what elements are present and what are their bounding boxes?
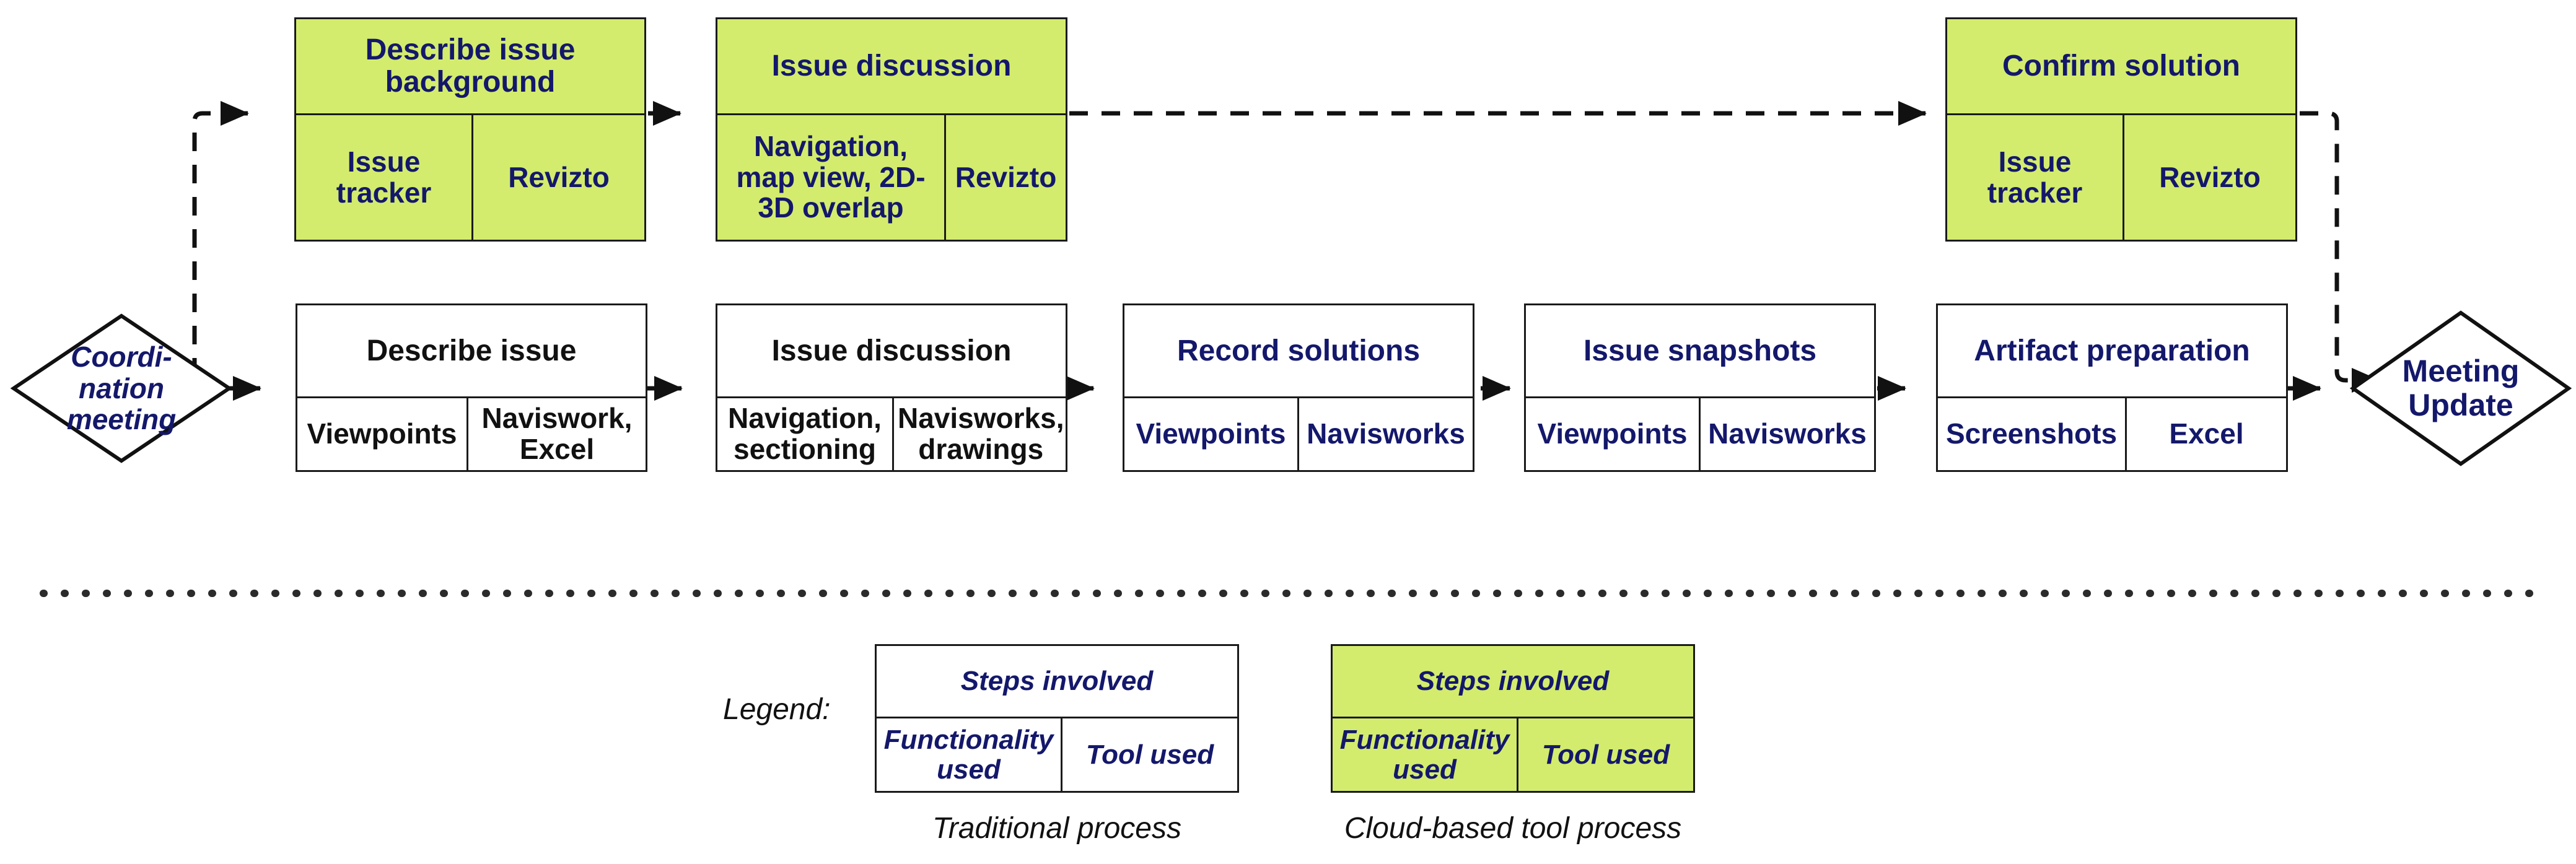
step-functionality: Issue tracker	[1987, 145, 2083, 209]
legend-cells: Functionality used Tool used	[877, 717, 1237, 791]
step-cells: Navigation, map view, 2D-3D overlap Revi…	[717, 113, 1066, 240]
legend-steps-title: Steps involved	[1416, 666, 1610, 697]
step-tool: Navisworks	[1297, 398, 1473, 470]
start-node-line3: meeting	[66, 403, 177, 436]
step-functionality: Navigation, map view, 2D-3D overlap	[736, 129, 926, 224]
traditional-step-issue-discussion[interactable]: Issue discussion Navigation, sectioning …	[716, 303, 1067, 472]
legend-cloud-box: Steps involved Functionality used Tool u…	[1331, 644, 1695, 793]
start-node-label: Coordi- nation meeting	[14, 316, 229, 461]
step-tool: Navisworks, drawings	[892, 398, 1067, 470]
end-node-line1: Meeting	[2402, 354, 2520, 388]
step-title: Describe issue background	[365, 33, 576, 98]
legend-tool: Tool used	[1061, 718, 1237, 791]
traditional-step-describe-issue[interactable]: Describe issue Viewpoints Naviswork, Exc…	[296, 303, 647, 472]
step-functionality: Issue tracker	[336, 145, 432, 209]
step-title: Record solutions	[1176, 334, 1421, 367]
legend-functionality: Functionality used	[1339, 724, 1510, 785]
step-cells: Navigation, sectioning Navisworks, drawi…	[717, 396, 1066, 470]
cloud-step-issue-discussion[interactable]: Issue discussion Navigation, map view, 2…	[716, 17, 1067, 242]
end-node-label: Meeting Update	[2353, 313, 2569, 464]
step-tool: Revizto	[471, 115, 644, 240]
step-functionality: Screenshots	[1945, 417, 2118, 450]
step-cells: Screenshots Excel	[1938, 396, 2286, 470]
step-functionality: Viewpoints	[1136, 417, 1286, 450]
legend-functionality: Functionality used	[883, 724, 1054, 785]
cloud-step-confirm-solution[interactable]: Confirm solution Issue tracker Revizto	[1945, 17, 2297, 242]
legend-label: Legend:	[723, 693, 831, 726]
step-functionality: Navigation, sectioning	[728, 402, 882, 465]
legend-tool: Tool used	[1517, 718, 1693, 791]
step-title: Artifact preparation	[1974, 334, 2250, 367]
step-title: Describe issue	[366, 334, 577, 367]
traditional-step-issue-snapshots[interactable]: Issue snapshots Viewpoints Navisworks	[1524, 303, 1876, 472]
legend-cloud-caption: Cloud-based tool process	[1344, 812, 1682, 845]
end-node-line2: Update	[2408, 388, 2513, 422]
step-cells: Viewpoints Navisworks	[1124, 396, 1473, 470]
legend-traditional-box: Steps involved Functionality used Tool u…	[875, 644, 1239, 793]
step-cells: Viewpoints Naviswork, Excel	[297, 396, 646, 470]
start-node[interactable]: Coordi- nation meeting	[14, 316, 229, 461]
step-tool: Revizto	[2123, 115, 2295, 240]
step-title: Issue discussion	[771, 50, 1012, 83]
traditional-step-record-solutions[interactable]: Record solutions Viewpoints Navisworks	[1123, 303, 1474, 472]
start-node-line1: Coordi-	[71, 341, 172, 373]
cloud-step-describe-issue-background[interactable]: Describe issue background Issue tracker …	[294, 17, 646, 242]
traditional-step-artifact-preparation[interactable]: Artifact preparation Screenshots Excel	[1936, 303, 2288, 472]
step-cells: Viewpoints Navisworks	[1526, 396, 1874, 470]
step-title: Confirm solution	[2002, 50, 2240, 83]
step-cells: Issue tracker Revizto	[1947, 113, 2295, 240]
step-tool: Naviswork, Excel	[467, 398, 646, 470]
step-tool: Excel	[2125, 398, 2286, 470]
legend-cells: Functionality used Tool used	[1333, 717, 1693, 791]
start-node-line2: nation	[79, 372, 164, 404]
step-functionality: Viewpoints	[307, 417, 457, 450]
step-title: Issue snapshots	[1583, 334, 1817, 367]
step-cells: Issue tracker Revizto	[296, 113, 644, 240]
legend-steps-title: Steps involved	[960, 666, 1154, 697]
step-tool: Navisworks	[1699, 398, 1874, 470]
legend-traditional-caption: Traditional process	[932, 812, 1181, 845]
step-functionality: Viewpoints	[1537, 417, 1688, 450]
step-tool: Revizto	[944, 115, 1066, 240]
end-node[interactable]: Meeting Update	[2353, 313, 2569, 464]
step-title: Issue discussion	[771, 334, 1012, 367]
